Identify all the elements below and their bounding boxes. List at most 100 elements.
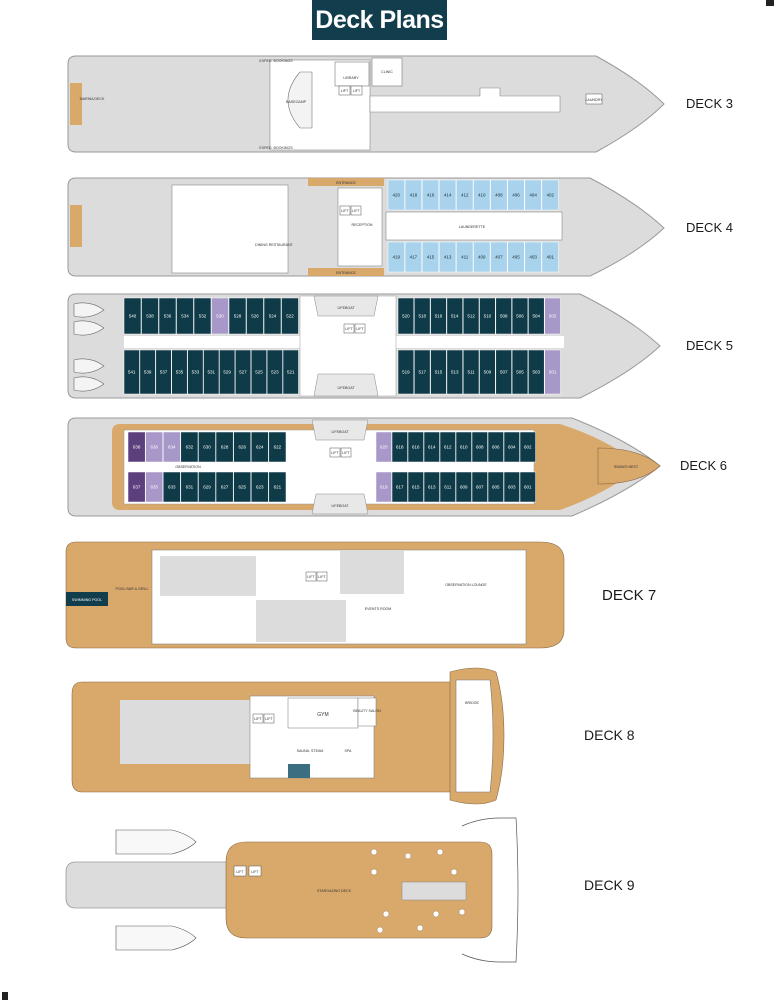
cabin-number-612: 612 — [444, 445, 452, 450]
deck-9-lift-1 — [233, 865, 247, 877]
cabin-532 — [193, 297, 212, 335]
deck-9-bridge-outline — [461, 817, 519, 963]
cabin-number-517: 517 — [418, 370, 426, 375]
deck-6-lift-2-label: LIFT — [342, 451, 350, 455]
cabin-number-629: 629 — [203, 485, 211, 490]
sauna-steam-label: SAUNA, STEAM — [297, 749, 324, 753]
stargazing-deck-label: STARGAZING DECK — [317, 889, 352, 893]
launderette-label: LAUNDERETTE — [459, 225, 486, 229]
cabin-number-638: 638 — [133, 445, 141, 450]
deck-6: SWAN'S NEST LIFEBOAT LIFEBOAT LIFT LIFT … — [67, 417, 727, 517]
entrance-bottom — [308, 268, 384, 276]
cabin-number-512: 512 — [467, 314, 475, 319]
deck-6-lift-1 — [329, 447, 341, 458]
deck-7-service-block-2 — [256, 600, 346, 642]
cabin-number-419: 419 — [393, 255, 401, 260]
cabin-number-631: 631 — [186, 485, 194, 490]
deck-7-lift-1-label: LIFT — [307, 575, 315, 579]
observation-lounge-label: OBSERVATION LOUNGE — [445, 583, 487, 587]
cabin-number-501: 501 — [549, 370, 557, 375]
cabin-537 — [155, 349, 172, 395]
cabin-number-528: 528 — [234, 314, 242, 319]
cabin-609 — [455, 471, 472, 503]
cabin-637 — [127, 471, 146, 503]
cabin-number-637: 637 — [133, 485, 141, 490]
cabin-number-404: 404 — [529, 193, 537, 198]
cabin-520 — [397, 297, 415, 335]
deck-8-lift-1-label: LIFT — [254, 717, 262, 721]
cabin-number-608: 608 — [476, 445, 484, 450]
reception-label: RECEPTION — [352, 223, 373, 227]
cabin-number-511: 511 — [468, 370, 476, 375]
cabin-number-635: 635 — [150, 485, 158, 490]
cabin-number-510: 510 — [484, 314, 492, 319]
cabin-number-610: 610 — [460, 445, 468, 450]
deck-5-lift-2-label: LIFT — [356, 327, 364, 331]
deck-4: DINING RESTAURANT ENTRANCE ENTRANCE RECE… — [67, 177, 733, 277]
deck-8-spa-pool — [288, 764, 310, 778]
deck-3-lift-2-label: LIFT — [353, 89, 361, 93]
cabin-503 — [528, 349, 545, 395]
cabin-number-623: 623 — [256, 485, 264, 490]
seating-marker — [458, 908, 466, 916]
cabin-612 — [439, 431, 456, 463]
gym-room — [287, 697, 359, 729]
swimming-pool-label: SWIMMING POOL — [72, 598, 102, 602]
cabin-412 — [456, 179, 474, 211]
cabin-513 — [446, 349, 463, 395]
cabin-529 — [219, 349, 236, 395]
cabin-number-509: 509 — [484, 370, 492, 375]
cabin-number-536: 536 — [164, 314, 172, 319]
deck-9-tender-boat-top — [115, 829, 197, 855]
cabin-number-614: 614 — [428, 445, 436, 450]
deck-5-lift-2 — [354, 323, 366, 334]
cabin-number-607: 607 — [476, 485, 484, 490]
deck-5-lifeboat-top-label: LIFEBOAT — [337, 306, 355, 310]
page-title: Deck Plans — [312, 0, 447, 40]
cabin-509 — [479, 349, 496, 395]
cabin-410 — [473, 179, 491, 211]
cabin-number-530: 530 — [216, 314, 224, 319]
cabin-515 — [430, 349, 447, 395]
entrance-top — [308, 178, 384, 186]
deck-4-lift-2 — [350, 205, 362, 216]
cabin-404 — [524, 179, 542, 211]
bridge-room — [455, 679, 494, 793]
cabin-411 — [456, 241, 474, 273]
cabin-number-406: 406 — [512, 193, 520, 198]
deck-6-lifeboat-bottom — [311, 493, 369, 515]
cabin-number-420: 420 — [393, 193, 401, 198]
deck-5-lifeboat-top — [313, 295, 379, 317]
cabin-number-533: 533 — [192, 370, 200, 375]
cabin-526 — [246, 297, 264, 335]
cabin-409 — [473, 241, 491, 273]
cabin-638 — [127, 431, 146, 463]
cabin-number-413: 413 — [444, 255, 452, 260]
reception-area — [337, 187, 383, 267]
cabin-631 — [180, 471, 199, 503]
beauty-salon-label: BEAUTY SALON — [353, 709, 381, 713]
seating-marker — [436, 848, 444, 856]
cabin-608 — [471, 431, 488, 463]
deck-3-label: DECK 3 — [686, 96, 733, 111]
cabin-620 — [375, 431, 392, 463]
cabin-414 — [439, 179, 457, 211]
cabin-505 — [511, 349, 529, 395]
cabin-number-416: 416 — [427, 193, 435, 198]
cabin-number-531: 531 — [207, 370, 215, 375]
cabin-613 — [423, 471, 440, 503]
entrance-bottom-label: ENTRANCE — [336, 271, 356, 275]
deck-4-lift-1 — [339, 205, 351, 216]
cabin-number-613: 613 — [428, 485, 436, 490]
cabin-number-627: 627 — [221, 485, 229, 490]
cabin-number-540: 540 — [129, 314, 137, 319]
library-room — [334, 61, 370, 87]
cabin-number-541: 541 — [128, 370, 136, 375]
dining-restaurant-area — [171, 184, 289, 274]
